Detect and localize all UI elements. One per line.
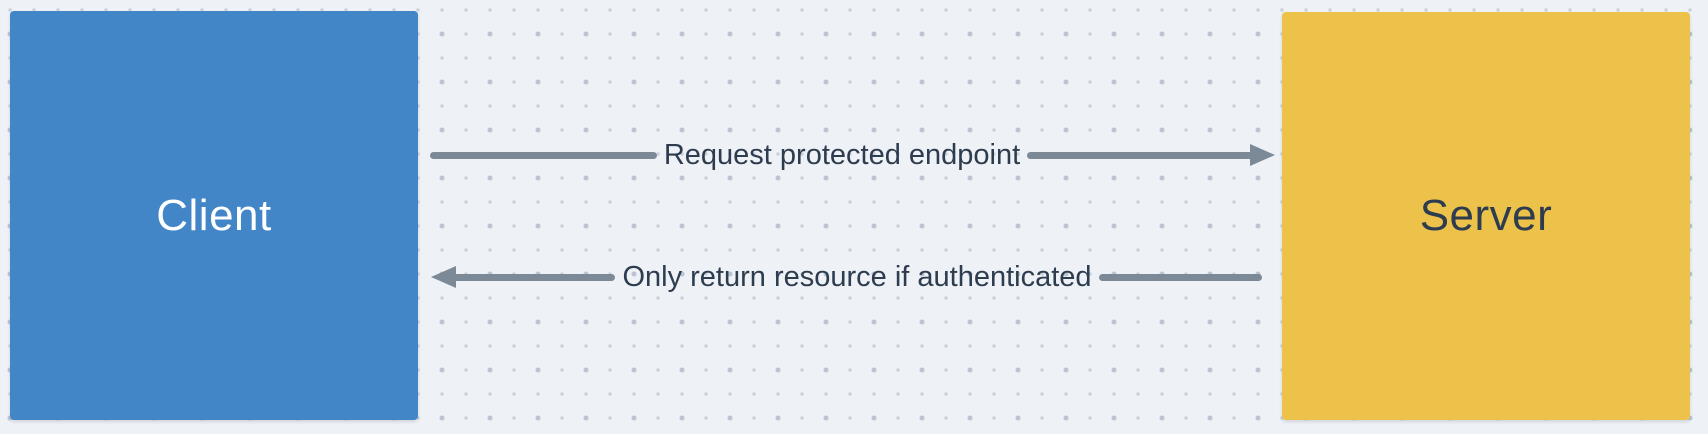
- response-arrow[interactable]: Only return resource if authenticated: [431, 259, 1262, 295]
- request-arrow-line-left: [430, 151, 657, 159]
- request-arrow-line-right: [1027, 151, 1254, 159]
- server-node[interactable]: Server: [1282, 12, 1690, 420]
- request-arrow[interactable]: Request protected endpoint: [430, 137, 1275, 173]
- arrowhead-right-icon: [1250, 144, 1275, 166]
- response-arrow-line-left: [452, 273, 616, 281]
- arrowhead-left-icon: [431, 266, 456, 288]
- client-node-label: Client: [156, 190, 272, 240]
- response-arrow-line-right: [1098, 273, 1262, 281]
- client-node[interactable]: Client: [10, 11, 418, 420]
- request-arrow-label: Request protected endpoint: [663, 139, 1021, 171]
- server-node-label: Server: [1419, 191, 1553, 240]
- response-arrow-label: Only return resource if authenticated: [622, 261, 1092, 293]
